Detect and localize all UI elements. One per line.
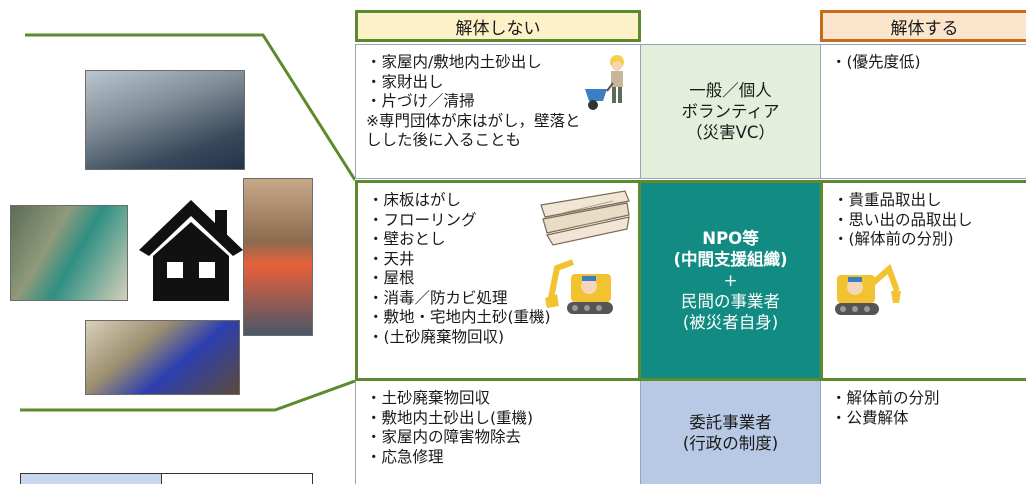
header-demolition-label: 解体する xyxy=(890,18,959,39)
legend-swatch xyxy=(21,474,162,484)
actor-line: （災害VC） xyxy=(686,123,775,142)
list-item: ・壁おとし xyxy=(368,230,446,248)
excavator-icon xyxy=(545,259,613,314)
row3-no-demolition-cell: ・土砂廃棄物回収 ・敷地内土砂出し(重機) ・家屋内の障害物除去 ・応急修理 xyxy=(355,381,641,484)
list-item: ・応急修理 xyxy=(366,447,444,466)
list-item: ・敷地・宅地内土砂(重機) xyxy=(368,308,551,326)
list-item: ・敷地内土砂出し(重機) xyxy=(366,408,534,427)
actor-line: + xyxy=(723,271,738,290)
row2-actor-cell: NPO等 (中間支援組織) + 民間の事業者 (被災者自身) xyxy=(641,180,820,381)
list-item: ・土砂廃棄物回収 xyxy=(366,389,491,407)
legend-swatch xyxy=(162,474,312,484)
actor-line: ボランティア xyxy=(681,102,780,121)
header-no-demolition: 解体しない xyxy=(355,10,641,42)
list-item: ・消毒／防カビ処理 xyxy=(368,288,508,307)
row1-demolition-cell: ・(優先度低) xyxy=(820,44,1026,179)
list-item: ・フローリング xyxy=(368,210,477,229)
actor-line: (被災者自身) xyxy=(682,313,779,332)
row2-no-demolition-cell: ・床板はがし ・フローリング ・壁おとし ・天井 ・屋根 ・消毒／防カビ処理 ・… xyxy=(355,180,641,381)
row3-demolition-cell: ・解体前の分別 ・公費解体 xyxy=(820,381,1026,484)
header-no-demolition-label: 解体しない xyxy=(455,18,541,39)
row3-actor-cell: 委託事業者 (行政の制度) xyxy=(641,381,820,484)
list-item: ・家財出し xyxy=(366,72,444,91)
list-item: ・(土砂廃棄物回収) xyxy=(368,327,505,346)
list-item: ・天井 xyxy=(368,249,415,268)
floorboards-icon xyxy=(540,190,630,246)
actor-line: (中間支援組織) xyxy=(673,250,788,269)
list-item: ・(優先度低) xyxy=(831,53,921,71)
volunteer-worker-photo xyxy=(243,178,313,336)
list-item: ・家屋内/敷地内土砂出し xyxy=(366,53,542,71)
list-item: ・家屋内の障害物除去 xyxy=(366,428,522,446)
list-item: ・思い出の品取出し xyxy=(833,210,973,229)
worker-wheelbarrow-icon xyxy=(585,55,624,110)
actor-line: NPO等 xyxy=(702,229,759,248)
row2-demolition-cell: ・貴重品取出し ・思い出の品取出し ・(解体前の分別) xyxy=(820,180,1026,381)
mud-cleaning-photo xyxy=(85,320,240,395)
list-item: ・屋根 xyxy=(368,269,415,287)
row1-no-demolition-cell: ・家屋内/敷地内土砂出し ・家財出し ・片づけ／清掃 ※専門団体が床はがし，壁落… xyxy=(355,44,641,179)
list-item: ・(解体前の分別) xyxy=(833,230,954,248)
actor-line: 一般／個人 xyxy=(689,81,772,100)
list-item: ・片づけ／清掃 xyxy=(366,92,475,110)
list-item: ・解体前の分別 xyxy=(831,389,940,407)
roof-workers-photo xyxy=(85,70,245,170)
list-item: ※専門団体が床はがし，壁落と xyxy=(366,111,581,130)
list-item: ・公費解体 xyxy=(831,408,909,427)
list-item: ・貴重品取出し xyxy=(833,191,942,209)
excavator-icon xyxy=(835,263,901,315)
list-item: しした後に入ることも xyxy=(366,131,522,149)
actor-line: 民間の事業者 xyxy=(681,292,780,311)
row1-actor-cell: 一般／個人 ボランティア （災害VC） xyxy=(641,44,820,179)
actor-line: (行政の制度) xyxy=(682,433,779,453)
legend-table xyxy=(20,473,313,484)
excavator-debris-photo xyxy=(10,205,128,301)
list-item: ・床板はがし xyxy=(368,191,462,209)
house-icon xyxy=(139,200,243,301)
actor-line: 委託事業者 xyxy=(689,412,772,432)
header-demolition: 解体する xyxy=(820,10,1026,42)
connector-lines xyxy=(20,33,355,412)
